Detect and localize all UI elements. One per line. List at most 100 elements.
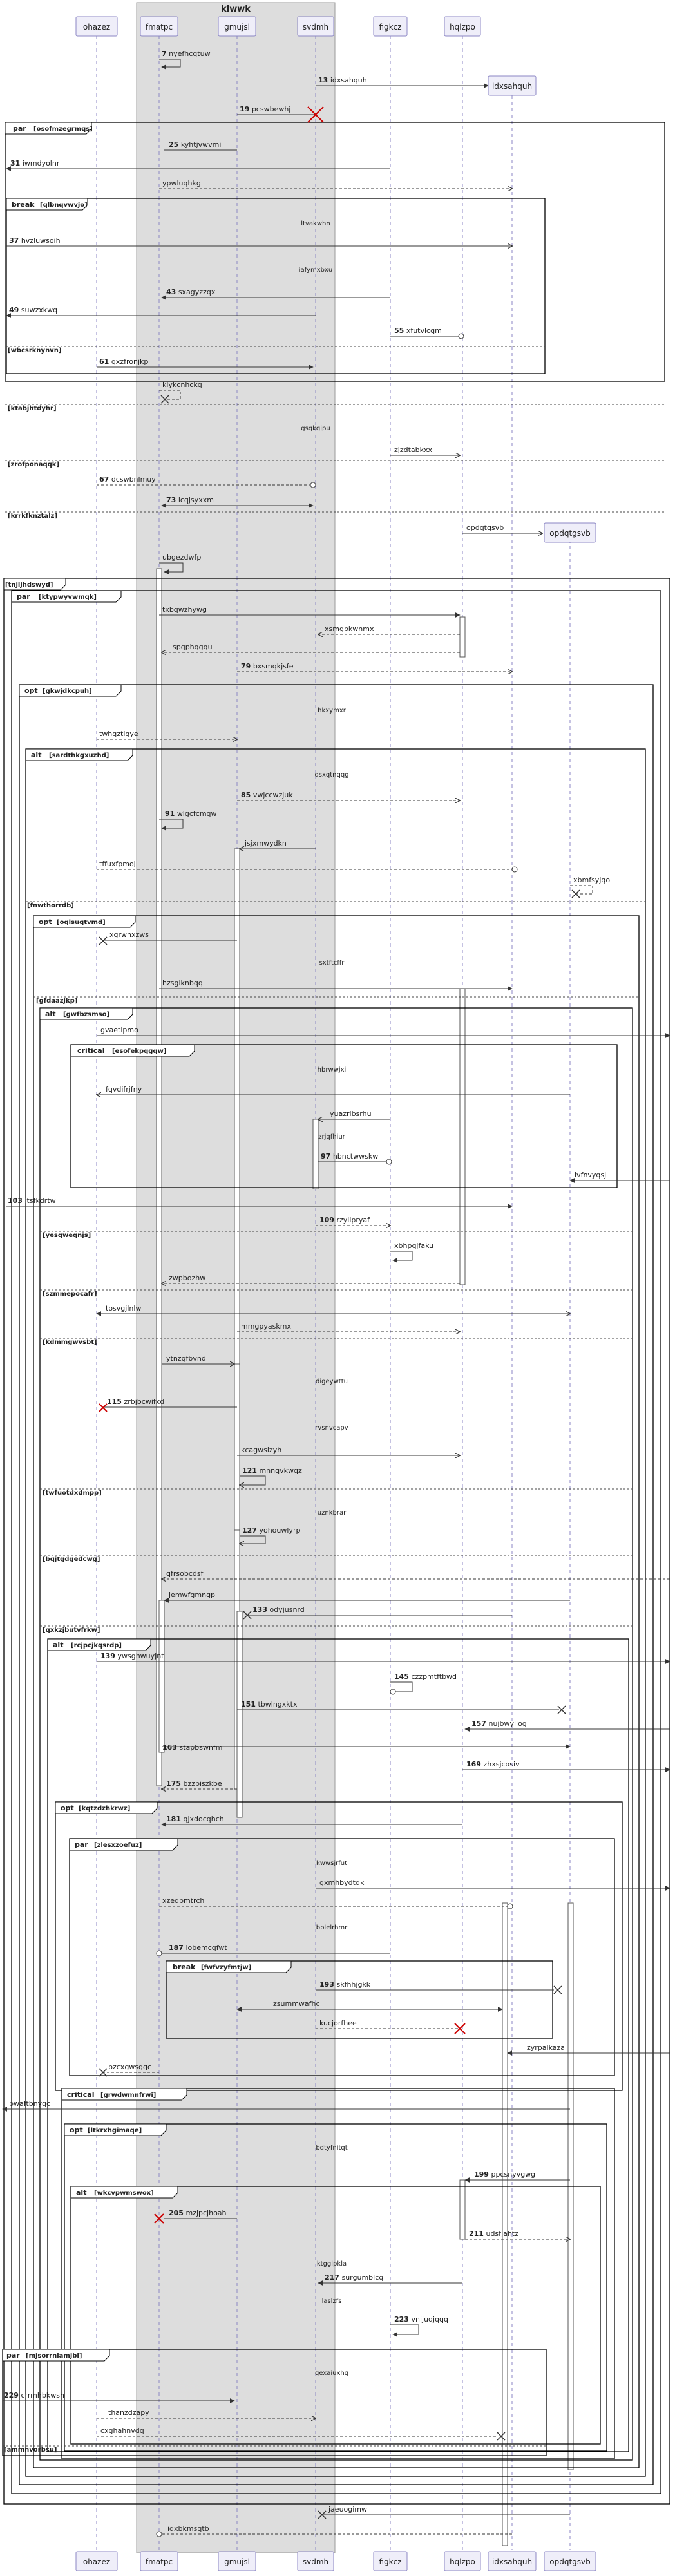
svg-text:break: break (12, 200, 35, 209)
participant-hqlzpo[interactable]: hqlzpo (444, 16, 481, 37)
message-193: 193 skfhhjgkk (316, 1980, 562, 1994)
svg-text:par: par (17, 592, 30, 601)
svg-text:[tnjljhdswyd]: [tnjljhdswyd] (5, 582, 53, 589)
participant-fmatpc[interactable]: fmatpc (140, 16, 178, 37)
svg-text:157 nujbwyllog: 157 nujbwyllog (471, 1719, 527, 1728)
svg-text:ohazez: ohazez (83, 23, 110, 32)
note-zrjqfhiur: zrjqfhiur (318, 1133, 345, 1141)
note-bplelrhmr: bplelrhmr (316, 1924, 348, 1931)
svg-text:zrjqfhiur: zrjqfhiur (318, 1133, 345, 1141)
message-tosvgjlnlw: tosvgjlnlw (97, 1304, 570, 1314)
svg-text:25 kyhtjvwvmi: 25 kyhtjvwvmi (169, 140, 221, 149)
svg-text:61 qxzfronjkp: 61 qxzfronjkp (99, 357, 148, 366)
participant-fmatpc-footer[interactable]: fmatpc (140, 2551, 178, 2571)
svg-text:zwpbozhw: zwpbozhw (169, 1274, 205, 1282)
fragment-par-5: par [mjsorrnlamjbl] (2, 2349, 547, 2456)
message-gxmhbydtdk: gxmhbydtdk (316, 1879, 670, 1891)
svg-text:[gfdaazjkp]: [gfdaazjkp] (36, 998, 77, 1005)
svg-text:digeywttu: digeywttu (316, 1378, 348, 1385)
svg-text:gsqkgjpu: gsqkgjpu (301, 425, 330, 432)
participant-ohazez-footer[interactable]: ohazez (75, 2551, 118, 2571)
svg-text:xbhpqjfaku: xbhpqjfaku (394, 1242, 433, 1250)
note-iafymxbxu: iafymxbxu (299, 267, 332, 274)
message-127: 127 yohouwlyrp (240, 1526, 300, 1544)
svg-text:[zlesxzoefuz]: [zlesxzoefuz] (94, 1842, 142, 1849)
svg-text:ypwluqhkg: ypwluqhkg (162, 179, 201, 187)
fragment-opt-4: opt [ltkrxhgimaqe] (64, 2123, 607, 2452)
svg-text:xsmgpkwnmx: xsmgpkwnmx (325, 625, 374, 633)
participant-idxsahquh-created[interactable]: idxsahquh (488, 75, 537, 96)
svg-text:gvaetlpmo: gvaetlpmo (100, 1026, 138, 1034)
message-yuazrlbsrhu: yuazrlbsrhu (318, 1110, 390, 1119)
message-xbhpqjfaku: xbhpqjfaku (390, 1242, 433, 1263)
svg-text:opt: opt (39, 918, 52, 926)
participant-gmujsl[interactable]: gmujsl (218, 16, 256, 37)
participant-ohazez[interactable]: ohazez (75, 16, 118, 37)
svg-text:[zrofponaqqk]: [zrofponaqqk] (8, 461, 59, 468)
message-115: 115 zrbjbcwifxd (99, 1397, 237, 1412)
svg-text:zyrpalkaza: zyrpalkaza (527, 2043, 565, 2052)
message-85: 85 vwjccwzjuk (237, 791, 460, 800)
svg-text:svdmh: svdmh (303, 23, 328, 32)
message-211: 211 udsfjahtz (465, 2230, 570, 2239)
participant-svdmh-footer[interactable]: svdmh (297, 2551, 334, 2571)
svg-text:tosvgjlnlw: tosvgjlnlw (106, 1304, 141, 1312)
svg-text:gexaiuxhq: gexaiuxhq (315, 2370, 348, 2377)
svg-text:critical: critical (77, 1046, 104, 1055)
participant-gmujsl-footer[interactable]: gmujsl (218, 2551, 256, 2571)
svg-text:hkxymxr: hkxymxr (318, 707, 347, 714)
svg-text:pzcxgwsgqc: pzcxgwsgqc (108, 2063, 151, 2071)
message-mmgpyaskmx: mmgpyaskmx (237, 1322, 460, 1332)
svg-text:ohazez: ohazez (83, 2557, 110, 2566)
message-pwaftbnyqc: pwaftbnyqc (2, 2099, 570, 2112)
svg-text:kiykcnhckq: kiykcnhckq (162, 381, 202, 389)
svg-text:kwwsjrfut: kwwsjrfut (316, 1860, 347, 1867)
fragment-critical-1: critical [esofekpqgqw] (70, 1044, 618, 1188)
svg-text:opdqtgsvb: opdqtgsvb (549, 2557, 591, 2566)
fragment-par-1: par [osofmzegrmqs] (5, 122, 665, 382)
message-31: 31 iwmdyolnr (6, 159, 390, 171)
participant-opdqtgsvb-footer[interactable]: opdqtgsvb (544, 2551, 596, 2571)
svg-text:mmgpyaskmx: mmgpyaskmx (241, 1322, 291, 1331)
message-jsjxmwydkn: jsjxmwydkn (240, 839, 316, 849)
svg-text:211 udsfjahtz: 211 udsfjahtz (469, 2230, 518, 2238)
message-lvfnvyqsj: lvfnvyqsj (569, 1171, 670, 1183)
message-13: 13 idxsahquh (316, 76, 489, 88)
else-dividers: [wbcsrknynvn] [ktabjhtdyhr] [zrofponaqqk… (3, 346, 665, 2454)
svg-text:qfrsobcdsf: qfrsobcdsf (166, 1569, 204, 1578)
svg-text:fmatpc: fmatpc (146, 2557, 173, 2566)
message-7: 7 nyefhcqtuw (159, 50, 211, 70)
svg-text:gmujsl: gmujsl (224, 2557, 250, 2566)
message-223: 223 vnijudjqqq (390, 2315, 448, 2337)
svg-text:115 zrbjbcwifxd: 115 zrbjbcwifxd (107, 1397, 164, 1406)
message-103: 103 ltsfkdrtw (6, 1197, 513, 1209)
svg-text:rvsnvcapv: rvsnvcapv (315, 1425, 348, 1432)
svg-text:229 crrmhbkwsh: 229 crrmhbkwsh (4, 2391, 64, 2400)
participant-hqlzpo-footer[interactable]: hqlzpo (444, 2551, 481, 2571)
message-zsummwafhc: zsummwafhc (236, 2000, 503, 2012)
note-bdtyfnitqt: bdtyfnitqt (316, 2145, 347, 2152)
svg-text:idxbkmsqtb: idxbkmsqtb (167, 2524, 209, 2533)
svg-text:xgrwhxzws: xgrwhxzws (109, 931, 149, 939)
svg-text:alt: alt (45, 1010, 55, 1018)
svg-text:37 hvzluwsoih: 37 hvzluwsoih (9, 236, 61, 245)
svg-text:[fwfvzyfmtjw]: [fwfvzyfmtjw] (201, 1964, 251, 1971)
message-hzsglknbqq: hzsglknbqq (159, 979, 513, 991)
svg-text:pwaftbnyqc: pwaftbnyqc (9, 2099, 50, 2108)
svg-text:49 suwzxkwq: 49 suwzxkwq (9, 306, 57, 314)
participant-idxsahquh-footer[interactable]: idxsahquh (488, 2551, 537, 2571)
participant-figkcz-footer[interactable]: figkcz (373, 2551, 408, 2571)
participant-svdmh[interactable]: svdmh (297, 16, 334, 37)
fragment-par-3: par [ktypwyvwmqk] (11, 590, 661, 2494)
message-55: 55 xfutvlcqm (390, 327, 464, 339)
message-139: 139 ywsghwuyjnt (97, 1652, 670, 1664)
message-67: 67 dcswbnlmuy (97, 475, 316, 488)
participant-opdqtgsvb-created[interactable]: opdqtgsvb (544, 522, 596, 543)
message-133: 133 odyjusnrd (243, 1605, 512, 1620)
participant-figkcz[interactable]: figkcz (373, 16, 408, 37)
message-zjzdtabkxx: zjzdtabkxx (390, 446, 460, 455)
svg-text:zjzdtabkxx: zjzdtabkxx (394, 446, 433, 454)
svg-text:[krrkfknztalz]: [krrkfknztalz] (8, 513, 57, 520)
svg-text:cxghahnvdq: cxghahnvdq (100, 2427, 144, 2435)
message-xgrwhxzws: xgrwhxzws (99, 931, 237, 945)
